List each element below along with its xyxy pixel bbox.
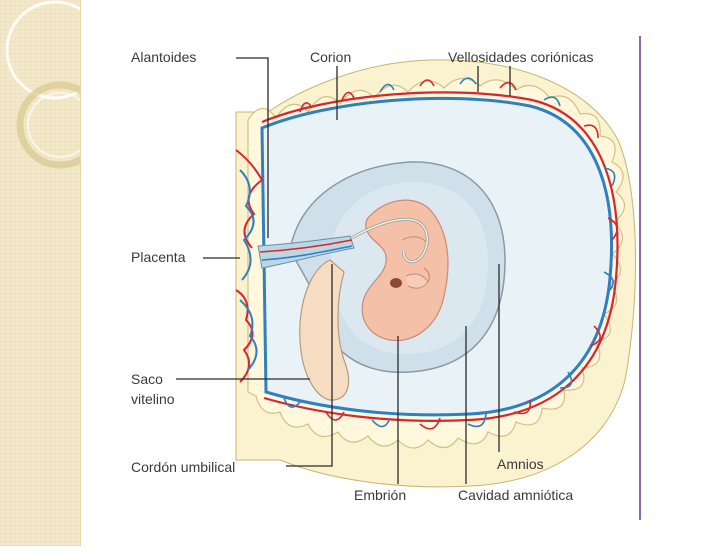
decorative-sidebar [0, 0, 105, 546]
leader-lines [176, 57, 511, 484]
label-alantoides: Alantoides [131, 49, 196, 65]
label-cordon: Cordón umbilical [131, 459, 235, 475]
embryo-heart [390, 278, 402, 288]
label-saco-line1: Saco [131, 371, 163, 387]
label-cavidad: Cavidad amniótica [458, 487, 573, 503]
label-amnios: Amnios [497, 456, 544, 472]
label-corion: Corion [310, 49, 351, 65]
placental-vessels [235, 149, 264, 383]
label-placenta: Placenta [131, 249, 186, 265]
accent-divider [639, 36, 641, 520]
label-vellosidades: Vellosidades coriónicas [448, 49, 594, 65]
yolk-sac [299, 259, 350, 401]
label-embrion: Embrión [354, 487, 406, 503]
villus-vessels [283, 77, 618, 430]
label-saco-line2: vitelino [131, 391, 175, 407]
